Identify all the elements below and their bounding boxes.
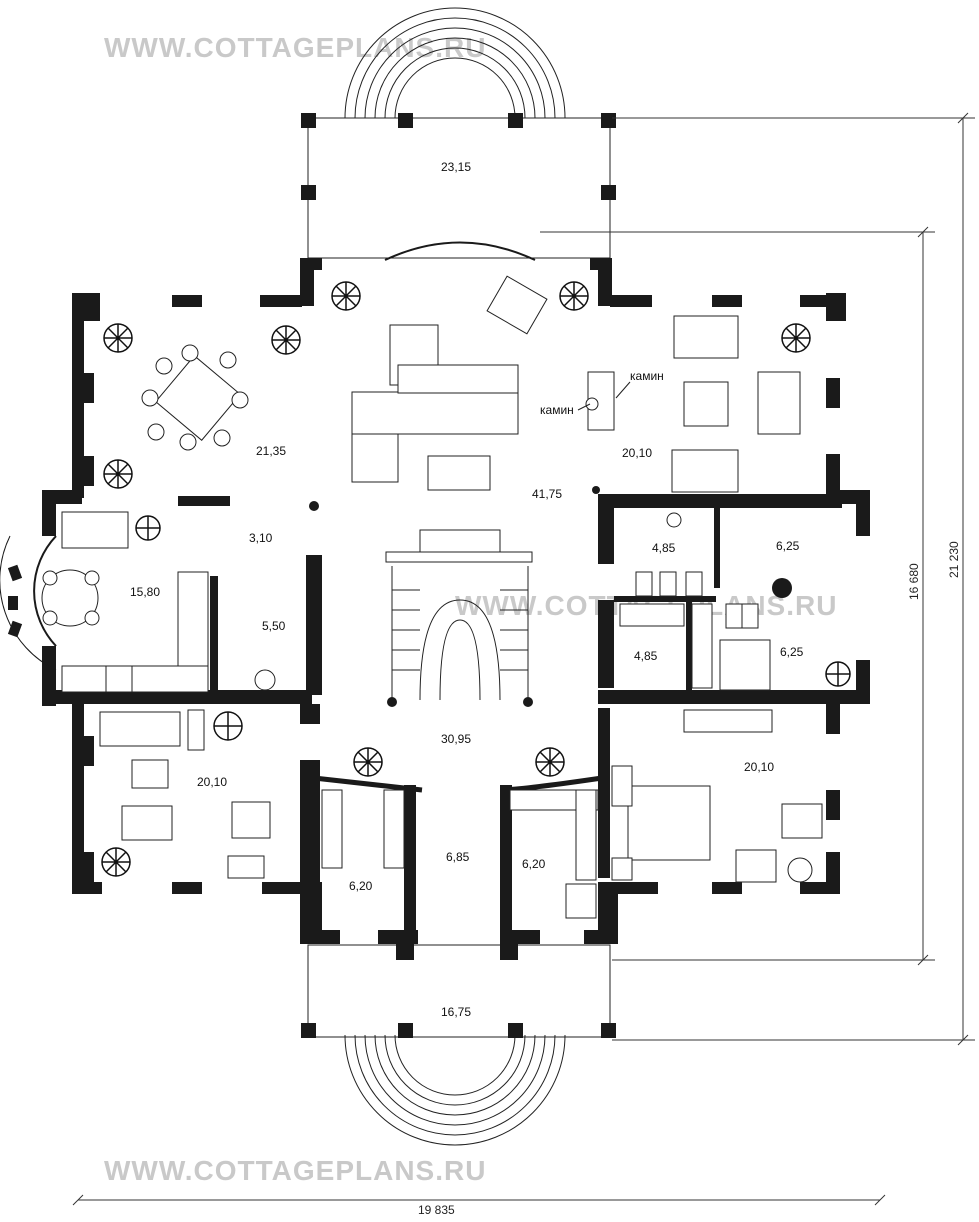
watermark-bottom: WWW.COTTAGEPLANS.RU: [104, 1155, 487, 1186]
room-area-pantry: 5,50: [262, 619, 286, 633]
staircase: [385, 529, 533, 707]
fireplace-label-lower: камин: [540, 403, 574, 417]
room-area-bath-b: 4,85: [634, 649, 658, 663]
room-area-lounge-east: 20,10: [622, 446, 652, 460]
room-area-corridor-west: 3,10: [249, 531, 273, 545]
lounge-furniture: [585, 315, 801, 493]
room-area-terrace-north: 23,15: [441, 160, 471, 174]
wardrobe-w2: [383, 789, 405, 869]
kitchen-counter: [61, 571, 209, 693]
dim-inner-height: 16 680: [907, 563, 921, 600]
bedroom-furniture: [611, 709, 823, 883]
north-steps: [344, 7, 566, 119]
bay-window-left: [7, 564, 23, 638]
interior-walls: [178, 494, 842, 935]
sofa-sectional: [351, 324, 519, 483]
watermark-top: WWW.COTTAGEPLANS.RU: [104, 32, 487, 63]
plant-icons: [101, 281, 851, 877]
room-area-kitchen: 15,80: [130, 585, 160, 599]
room-area-dining: 21,35: [256, 444, 286, 458]
dim-width: 19 835: [418, 1203, 455, 1217]
sofa-west: [61, 511, 129, 549]
south-terrace: [301, 944, 616, 1038]
dim-outer-height: 21 230: [947, 541, 961, 578]
room-area-wardrobe-east: 6,20: [522, 857, 546, 871]
round-table-kitchen: [41, 569, 100, 627]
room-area-wardrobe-west: 6,20: [349, 879, 373, 893]
column-dot-a: [309, 501, 319, 511]
armchair-wardrobe: [565, 883, 597, 919]
study-furniture: [99, 709, 271, 879]
room-area-bath-a: 4,85: [652, 541, 676, 555]
room-area-bedroom-east: 20,10: [744, 760, 774, 774]
south-steps: [344, 1034, 566, 1146]
toilet-pantry: [254, 669, 276, 691]
room-area-living-hall: 41,75: [532, 487, 562, 501]
room-area-utility-a: 6,25: [776, 539, 800, 553]
room-area-vestibule: 6,85: [446, 850, 470, 864]
fireplace-label-upper: камин: [630, 369, 664, 383]
outer-walls: [42, 258, 870, 960]
coffee-table: [427, 455, 491, 491]
room-area-study-west: 20,10: [197, 775, 227, 789]
curved-dividers: [0, 241, 603, 793]
dining-table: [141, 344, 249, 451]
bath-fixtures: [619, 512, 792, 691]
room-area-terrace-south: 16,75: [441, 1005, 471, 1019]
north-terrace: [301, 113, 616, 259]
room-area-hall-stair: 30,95: [441, 732, 471, 746]
dimension-lines: [72, 112, 975, 1206]
wardrobe-e2: [575, 789, 597, 881]
column-dot-b: [592, 486, 600, 494]
wardrobe-w: [321, 789, 343, 869]
armchair-ne: [486, 275, 548, 335]
room-area-utility-b: 6,25: [780, 645, 804, 659]
